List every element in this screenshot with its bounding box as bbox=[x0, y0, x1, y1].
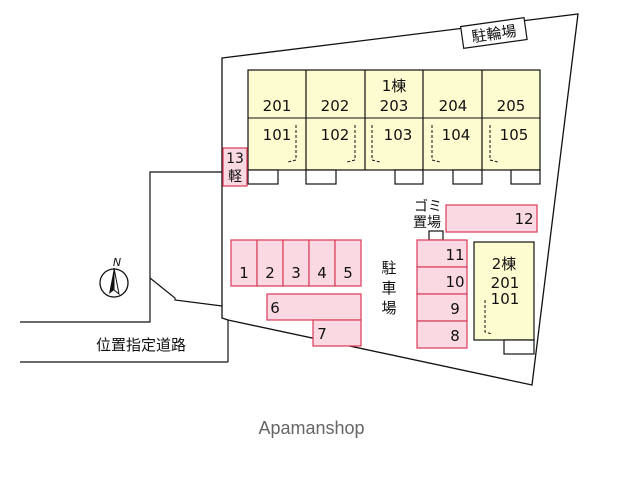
parking-3-number: 3 bbox=[291, 264, 301, 282]
watermark: Apamanshop bbox=[258, 418, 365, 438]
unit-103: 103 bbox=[384, 126, 413, 144]
building-1-outline bbox=[247, 69, 541, 171]
unit-104: 104 bbox=[442, 126, 471, 144]
garbage-label-line2: 置場 bbox=[413, 215, 441, 231]
parking-9-number: 9 bbox=[450, 300, 460, 318]
unit-105: 105 bbox=[500, 126, 529, 144]
svg-text:車: 車 bbox=[381, 279, 396, 297]
parking-11-number: 11 bbox=[445, 246, 464, 264]
parking-6-number: 6 bbox=[270, 299, 280, 317]
road-label: 位置指定道路 bbox=[96, 336, 186, 354]
north-arrow-icon: N bbox=[99, 256, 129, 298]
light-car-label: 軽 bbox=[228, 169, 242, 185]
unit-102: 102 bbox=[321, 126, 350, 144]
parking-space-6: 6 bbox=[266, 293, 362, 321]
road-edge-diagonal bbox=[149, 277, 223, 307]
unit-204: 204 bbox=[439, 97, 468, 115]
garbage-area: ゴミ 置場 bbox=[413, 198, 444, 241]
garbage-label-line1: ゴミ bbox=[414, 198, 442, 215]
building-2-unit-201: 201 bbox=[491, 274, 520, 292]
parking-8-number: 8 bbox=[450, 327, 460, 345]
parking-space-12: 12 bbox=[445, 204, 538, 233]
unit-203: 203 bbox=[380, 97, 409, 115]
building-1: 1棟 201 202 203 204 205 101 102 103 104 1… bbox=[247, 69, 541, 185]
parking-1-number: 1 bbox=[239, 264, 249, 282]
parking-stack-right bbox=[416, 239, 468, 349]
building-2-name: 2棟 bbox=[492, 255, 517, 273]
bicycle-parking-tag: 駐輪場 bbox=[459, 16, 528, 50]
parking-13-number: 13 bbox=[226, 151, 244, 167]
svg-text:場: 場 bbox=[381, 299, 396, 317]
unit-202: 202 bbox=[321, 97, 350, 115]
parking-5-number: 5 bbox=[343, 264, 353, 282]
parking-row-left bbox=[230, 239, 362, 287]
garbage-bin-icon bbox=[428, 230, 444, 241]
parking-7-number: 7 bbox=[317, 325, 327, 343]
svg-text:駐: 駐 bbox=[381, 259, 396, 277]
road-edge-upper bbox=[20, 171, 222, 323]
unit-101: 101 bbox=[263, 126, 292, 144]
building-2-unit-101: 101 bbox=[491, 290, 520, 308]
building-1-name: 1棟 bbox=[382, 77, 407, 95]
parking-10-number: 10 bbox=[445, 273, 464, 291]
parking-space-7: 7 bbox=[312, 319, 362, 347]
parking-space-13: 13 軽 bbox=[222, 147, 248, 187]
parking-4-number: 4 bbox=[317, 264, 327, 282]
parking-area-label: 駐 車 場 bbox=[381, 259, 396, 317]
building-2: 2棟 201 101 bbox=[473, 241, 535, 355]
parking-2-number: 2 bbox=[265, 264, 275, 282]
parking-12-number: 12 bbox=[514, 210, 533, 228]
north-label: N bbox=[113, 256, 121, 269]
unit-201: 201 bbox=[263, 97, 292, 115]
unit-205: 205 bbox=[497, 97, 526, 115]
